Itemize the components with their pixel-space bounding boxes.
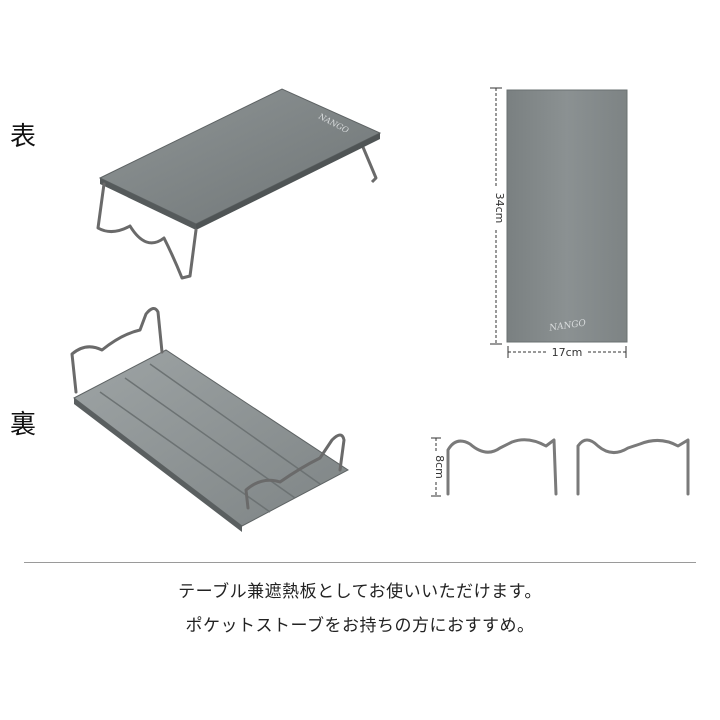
product-illustration: NANGO NANGO 34cm 17cm (70, 87, 690, 532)
front-side-label: 表 (10, 122, 37, 152)
caption-line-1: テーブル兼遮熱板としてお使いいただけます。 (178, 582, 542, 602)
table-front-view: NANGO (96, 88, 382, 280)
back-side-label: 裏 (10, 410, 37, 440)
height-dimension-label: 34cm (493, 193, 506, 224)
caption-line-2: ポケットストーブをお持ちの方におすすめ。 (185, 616, 535, 636)
table-back-view (70, 307, 349, 532)
section-divider (24, 562, 696, 563)
width-dimension-label: 17cm (552, 346, 583, 359)
flat-plate-dimension-view: NANGO 34cm 17cm (490, 87, 628, 359)
wire-legs-dimension-view: 8cm (431, 437, 690, 497)
leg-height-dimension-label: 8cm (433, 455, 446, 479)
